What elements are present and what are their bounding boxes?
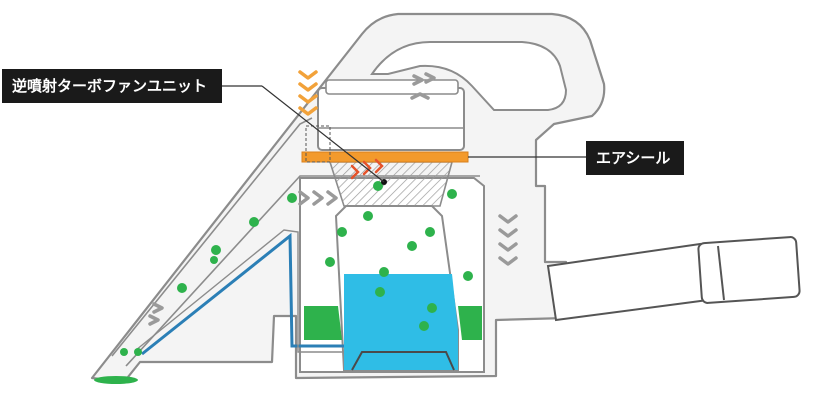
fan-leader-line-diag	[261, 85, 385, 183]
sediment-left	[304, 306, 342, 340]
turbo-fan	[328, 161, 454, 207]
cup-base	[351, 351, 455, 371]
water-tube-outline	[135, 229, 344, 353]
handle-opening	[370, 41, 568, 111]
pipe-ring	[717, 245, 725, 301]
extension-pipe	[546, 242, 710, 322]
floor-puddle	[94, 376, 138, 384]
fan-chevrons	[350, 158, 384, 180]
dust-particles	[120, 181, 473, 356]
turbo-fan-unit-label: 逆噴射ターボファンユニット	[2, 69, 222, 103]
flow-chevrons	[148, 72, 518, 326]
motor-housing	[317, 87, 465, 151]
air-seal-bar	[301, 151, 469, 163]
air-seal-label: エアシール	[586, 141, 684, 175]
cup-water	[344, 274, 458, 370]
water-tube	[141, 232, 344, 356]
motor-cap	[325, 79, 459, 95]
sediment-right	[458, 306, 482, 340]
focus-box	[305, 125, 331, 163]
pipe-cap	[697, 236, 801, 304]
inflow-chevrons	[298, 70, 318, 116]
